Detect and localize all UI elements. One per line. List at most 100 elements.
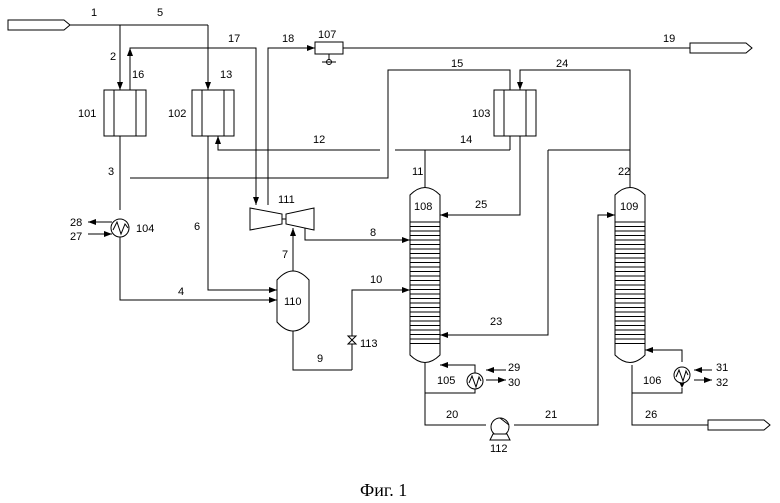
product-26-nozzle	[708, 420, 770, 430]
equipment-label-107: 107	[318, 29, 336, 41]
turboexpander-111	[250, 208, 314, 230]
equipment-label-111: 111	[278, 194, 295, 206]
stream-label-2: 2	[110, 51, 116, 63]
stream-label-11: 11	[412, 166, 423, 178]
line-15	[130, 70, 510, 178]
stream-label-30: 30	[508, 377, 520, 389]
stream-label-6: 6	[194, 221, 200, 233]
column-108	[410, 188, 440, 363]
equipment-label-112: 112	[490, 443, 508, 455]
stream-label-26: 26	[645, 409, 657, 421]
reboiler-106	[674, 367, 690, 383]
valve-113	[348, 336, 356, 344]
arrow-16-up	[127, 48, 133, 56]
stream-label-15: 15	[451, 58, 463, 70]
stream-label-7: 7	[282, 249, 288, 261]
equipment-label-103: 103	[472, 108, 490, 120]
stream-label-19: 19	[663, 33, 675, 45]
line-26	[632, 393, 708, 425]
equipment-label-102: 102	[168, 108, 186, 120]
arrow-24-into-103	[517, 82, 523, 90]
stream-label-32: 32	[716, 377, 728, 389]
stream-label-22: 22	[618, 166, 630, 178]
arrow-23-into-108	[440, 332, 448, 338]
stream-label-12: 12	[313, 134, 325, 146]
stream-label-23: 23	[490, 316, 502, 328]
feed-inlet-nozzle	[8, 20, 70, 30]
heat-exchanger-103	[494, 90, 536, 136]
product-19-nozzle	[690, 43, 752, 53]
equipment-label-104: 104	[136, 223, 154, 235]
equipment-label-105: 105	[437, 375, 455, 387]
line-12	[218, 136, 380, 150]
stream-label-10: 10	[370, 274, 382, 286]
device-107	[315, 42, 343, 65]
stream-label-16: 16	[132, 69, 144, 81]
arrow-31-in	[694, 367, 702, 373]
stream-label-13: 13	[220, 69, 232, 81]
arrow-into-101	[117, 82, 123, 90]
stream-label-31: 31	[716, 362, 728, 374]
compressor-111-right	[286, 208, 314, 230]
stream-label-27: 27	[70, 231, 82, 243]
arrow-32-out	[704, 377, 712, 383]
arrow-27-in	[104, 231, 112, 237]
line-10	[352, 290, 410, 370]
stream-label-20: 20	[446, 409, 458, 421]
stream-label-28: 28	[70, 217, 82, 229]
stream-label-9: 9	[317, 353, 323, 365]
arrow-28-out	[88, 219, 96, 225]
line-21	[514, 215, 615, 425]
arrow-4-into-110	[269, 297, 277, 303]
arrow-29-in	[486, 367, 494, 373]
stream-label-29: 29	[508, 362, 520, 374]
arrow-10-into-108	[402, 287, 410, 293]
device-107-body	[315, 42, 343, 54]
heat-exchanger-102	[192, 90, 234, 136]
valve-113-body	[348, 336, 356, 344]
arrow-17-into-111	[253, 197, 259, 205]
line-18	[268, 48, 315, 205]
figure-caption: Фиг. 1	[360, 480, 407, 500]
arrow-105-return	[440, 362, 448, 368]
column-108-shell	[410, 188, 440, 363]
heat-exchanger-101	[104, 90, 146, 136]
arrow-6-into-110	[269, 287, 277, 293]
arrow-into-102	[205, 82, 211, 90]
exchanger-101-shell	[104, 90, 146, 136]
equipment-label-109: 109	[620, 201, 638, 213]
exchanger-102-shell	[192, 90, 234, 136]
stream-label-8: 8	[370, 227, 376, 239]
stream-label-14: 14	[460, 134, 472, 146]
cooler-104	[111, 219, 129, 237]
arrow-106-return	[645, 347, 653, 353]
arrow-18-into-107	[307, 45, 315, 51]
equipment-label-110: 110	[284, 296, 302, 308]
stream-label-1: 1	[91, 7, 97, 19]
line-23	[440, 150, 548, 335]
arrow-8-into-108	[402, 237, 410, 243]
exchanger-103-shell	[494, 90, 536, 136]
column-109-shell	[615, 188, 645, 363]
equipment-label-106: 106	[643, 375, 661, 387]
arrow-30-out	[498, 377, 506, 383]
stream-label-4: 4	[178, 286, 184, 298]
stream-label-3: 3	[108, 166, 114, 178]
stream-label-18: 18	[282, 33, 294, 45]
expander-111-left	[250, 208, 282, 230]
arrow-25-into-108	[440, 212, 448, 218]
arrow-21-into-109	[607, 212, 615, 218]
equipment-label-101: 101	[78, 108, 96, 120]
equipment-labels: 101 102 103 104 105 106 107 108 109 110 …	[78, 29, 661, 455]
equipment-label-113: 113	[360, 338, 378, 350]
line-8	[305, 226, 410, 240]
stream-label-5: 5	[157, 7, 163, 19]
equipment-label-108: 108	[414, 201, 432, 213]
column-109	[615, 188, 645, 363]
reboiler-105	[467, 373, 483, 389]
stream-label-24: 24	[556, 58, 568, 70]
arrow-12-into-102	[215, 136, 221, 144]
stream-label-17: 17	[228, 33, 240, 45]
stream-label-25: 25	[475, 199, 487, 211]
